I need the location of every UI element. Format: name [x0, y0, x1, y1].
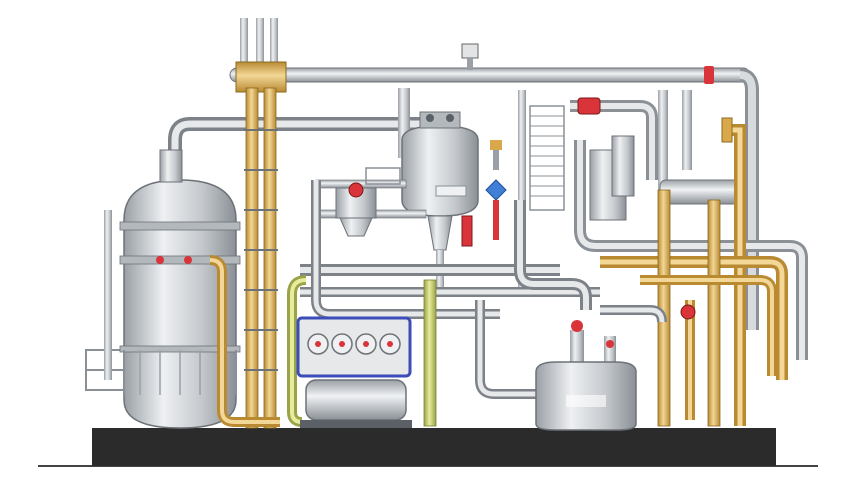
valve-icon: [485, 179, 507, 201]
pressure-gauge-icon: [461, 43, 479, 59]
green-process-pipes: [287, 275, 437, 427]
filter-unit: [315, 167, 427, 237]
reactor-vessel-icon: [398, 88, 479, 290]
valve-icon: [704, 66, 714, 84]
horizontal-storage-tank-icon: [535, 320, 637, 431]
pressure-gauge-icon: [348, 182, 364, 198]
finned-heat-exchanger-icon: [518, 90, 565, 290]
valve-icon: [577, 97, 601, 115]
pump-skid-icon: [296, 316, 412, 428]
top-header-pipe: [229, 43, 759, 330]
base-platform: [92, 428, 776, 466]
vertical-pressure-vessel-icon: [85, 149, 241, 429]
vent-stack: [235, 18, 287, 429]
valve-cluster: [461, 140, 507, 247]
yellow-process-pipes: [600, 117, 788, 427]
valve-icon: [680, 304, 696, 320]
middle-steel-pipes: [300, 180, 667, 399]
upper-steel-pipe: [168, 117, 420, 160]
right-upper-piping: [570, 90, 808, 360]
